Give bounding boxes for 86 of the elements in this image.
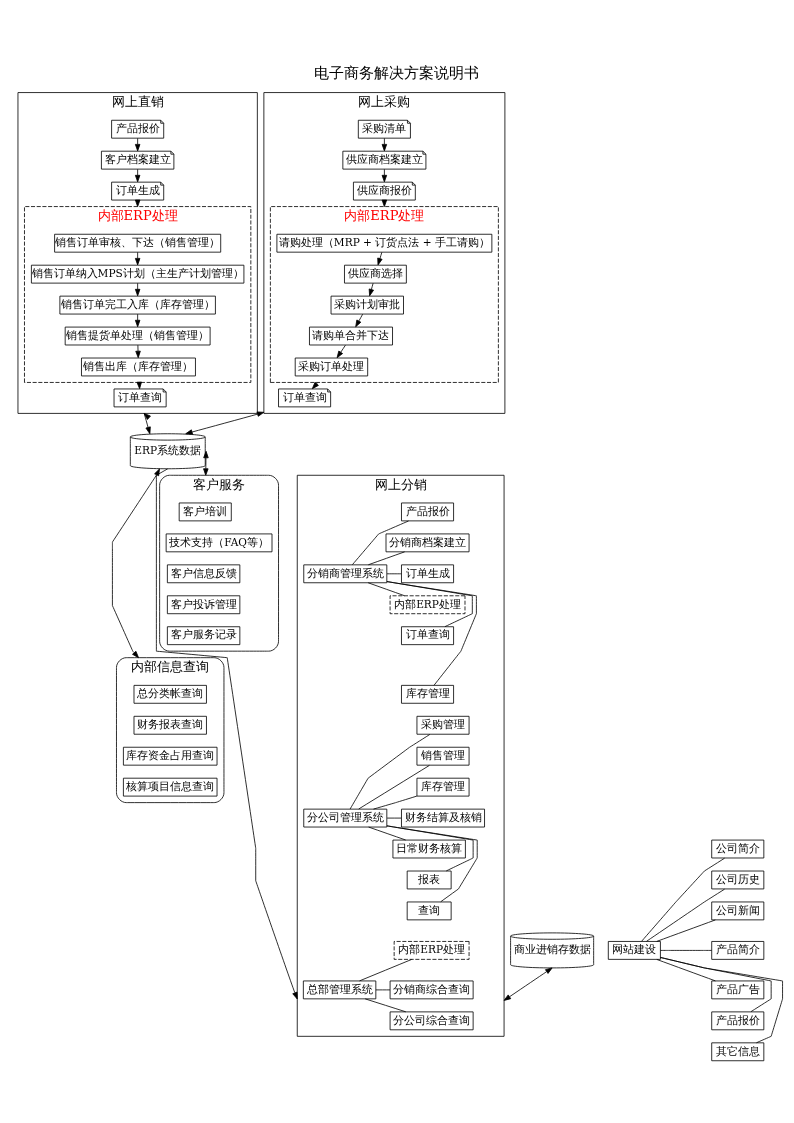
node-box: 客户服务记录 [166,625,241,645]
arrow [143,412,151,434]
node-box: 公司历史 [711,870,765,889]
connector [367,550,406,565]
node-box: 采购管理 [416,715,470,735]
arrow [355,313,364,327]
node-box: 分销商管理系统 [303,563,388,583]
node-box: 分公司管理系统 [303,808,388,827]
node-box: 产品报价 [401,502,454,521]
node-box: 公司新闻 [711,901,765,920]
node-box: 日常财务核算 [392,839,466,858]
node-box: 核算项目信息查询 [123,777,218,796]
connector [386,580,477,686]
arrow [381,168,388,182]
node-box: 销售订单完工入库（库存管理） [59,295,216,314]
node-box: 采购计划审批 [330,295,404,314]
arrow [311,381,319,389]
arrow [185,411,265,435]
node-box: 库存管理 [401,684,454,704]
connector [660,956,783,1043]
arrow [134,313,141,327]
arrow [377,251,383,265]
node-box: 订单生成 [401,563,454,583]
connector [367,581,405,596]
node-box: 销售管理 [416,746,470,766]
connector [349,733,431,809]
connector [359,958,413,981]
node-box: 财务结算及核销 [401,808,485,827]
node-box: 总分类帐查询 [133,684,207,704]
node-box: 销售订单纳入MPS计划（主生产计划管理） [31,264,245,283]
arrow [154,468,298,999]
node-box: 客户投诉管理 [166,594,241,614]
connector [660,949,713,951]
node-box: 请购处理（MRP + 订货点法 + 手工请购） [276,233,493,253]
node-box: 库存资金占用查询 [123,746,218,766]
connector [358,764,430,809]
connector [656,919,716,942]
node-box: 客户信息反馈 [166,563,241,583]
arrow [381,137,388,151]
connector [375,989,391,990]
node-box: 报表 [406,870,452,889]
arrow [135,344,141,358]
node-box: 销售出库（库存管理） [81,357,196,376]
arrow [134,251,141,265]
connector [386,824,478,902]
node-box: 请购单合并下达 [309,326,393,345]
node-box: 销售订单审核、下达（销售管理） [54,233,222,253]
arrow [203,450,209,476]
connector [364,997,407,1012]
node-box: 总部管理系统 [302,980,377,999]
arrow [134,168,141,182]
node-box: 内部ERP处理 [393,940,470,960]
node-box: 库存管理 [416,777,470,796]
connector [386,817,402,818]
connector [646,888,725,942]
diagram-title: 电子商务解决方案说明书 [314,63,480,81]
node-box: 产品报价 [711,1011,765,1030]
arrow [336,344,346,358]
node-box: 供应商选择 [344,264,407,283]
node-box: 订单查询 [401,625,454,645]
connector [656,958,716,981]
node-box: 产品广告 [711,980,765,999]
connector [373,795,418,809]
arrow [112,467,169,658]
arrow [503,967,553,1001]
node-box: 分公司综合查询 [389,1011,474,1030]
connector [368,826,407,840]
connector [641,857,725,942]
arrow [368,282,374,296]
node-box: 其它信息 [711,1041,765,1061]
node-box: 内部ERP处理 [389,594,466,614]
node-box: 公司简介 [711,839,765,858]
node-box: 分销商档案建立 [385,533,470,552]
node-box: 查询 [406,901,452,920]
node-box: 网站建设 [607,940,661,960]
node-box: 销售提货单处理（销售管理） [64,326,211,345]
node-box: 客户培训 [178,502,232,521]
connector [351,520,409,565]
node-box: 财务报表查询 [133,715,207,735]
node-box: 采购订单处理 [294,357,369,376]
arrow [134,137,141,151]
node-box: 技术支持（FAQ等） [165,533,273,552]
node-box: 分销商综合查询 [389,980,474,999]
node-box: 产品简介 [711,940,765,960]
connector [386,572,402,574]
arrow [134,282,141,296]
